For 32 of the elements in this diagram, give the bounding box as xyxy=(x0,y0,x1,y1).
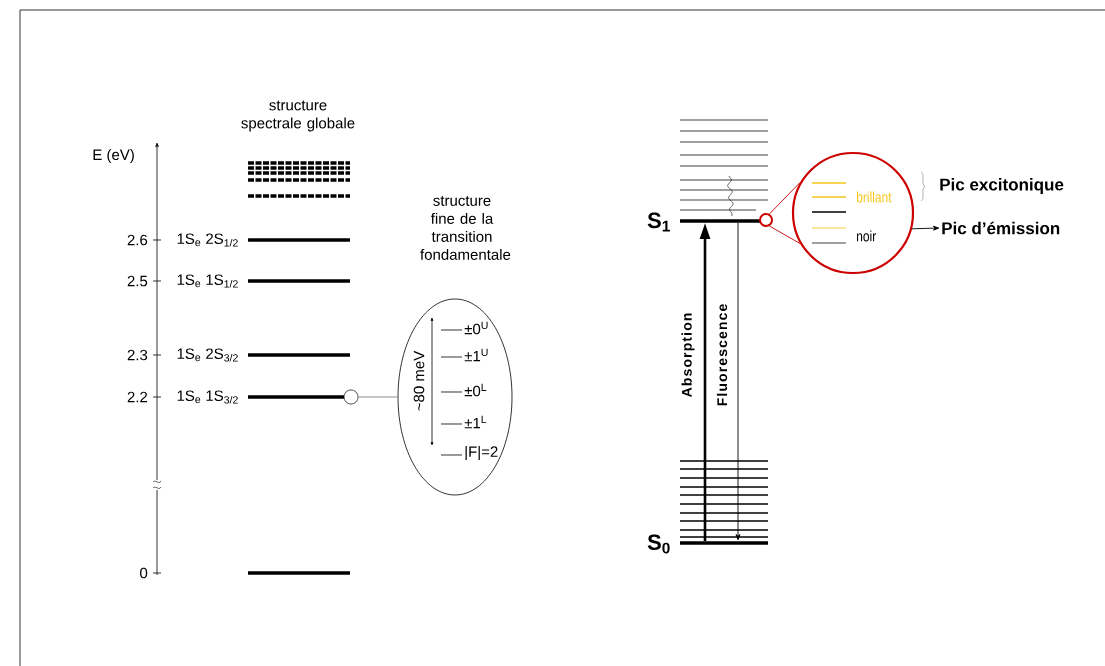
tick-label: 2.3 xyxy=(127,349,148,361)
level-label: noir xyxy=(857,230,876,242)
edge-label: Absorption xyxy=(681,313,695,397)
level-label: brillant xyxy=(856,191,892,203)
tick-label: 2.2 xyxy=(127,391,148,403)
level-label: S$_{1}$ xyxy=(647,212,670,232)
level-label: ±1$^{U}$ xyxy=(464,348,488,362)
level-label: ±1$^{L}$ xyxy=(464,415,487,429)
tick-label: 2.5 xyxy=(127,275,148,287)
level-label: S$_{0}$ xyxy=(647,534,670,554)
tick-label: 0 xyxy=(140,567,148,579)
annotation-label: Pic d’émission xyxy=(942,221,1060,235)
level-label: ±0$^{L}$ xyxy=(464,383,487,397)
edge-label: Fluorescence xyxy=(716,304,728,406)
energy-gap-label: ~80 meV xyxy=(413,350,425,411)
level-label: ±0$^{U}$ xyxy=(464,321,488,335)
open-circle xyxy=(343,389,359,405)
level-label: 1S$_{e}$ 1S$_{1/2}$ xyxy=(177,274,238,288)
axis-label: E (eV) xyxy=(93,149,134,163)
connector-line xyxy=(769,225,801,244)
connector-line xyxy=(769,182,801,215)
level-label: |F|=2 xyxy=(465,445,498,460)
transition-arrow xyxy=(735,222,741,541)
column-heading: structure spectrale globale xyxy=(241,100,355,132)
level-label: 1S$_{e}$ 1S$_{3/2}$ xyxy=(177,390,238,404)
connector-line xyxy=(357,396,399,398)
annotation-label: Pic excitonique xyxy=(940,178,1064,194)
tick-label: 2.6 xyxy=(127,234,148,246)
level-label: 1S$_{e}$ 2S$_{1/2}$ xyxy=(177,233,238,247)
column-heading: structure fine de la transition fondamentale xyxy=(420,196,511,260)
arrow xyxy=(911,225,940,231)
level-label: 1S$_{e}$ 2S$_{3/2}$ xyxy=(177,348,238,362)
